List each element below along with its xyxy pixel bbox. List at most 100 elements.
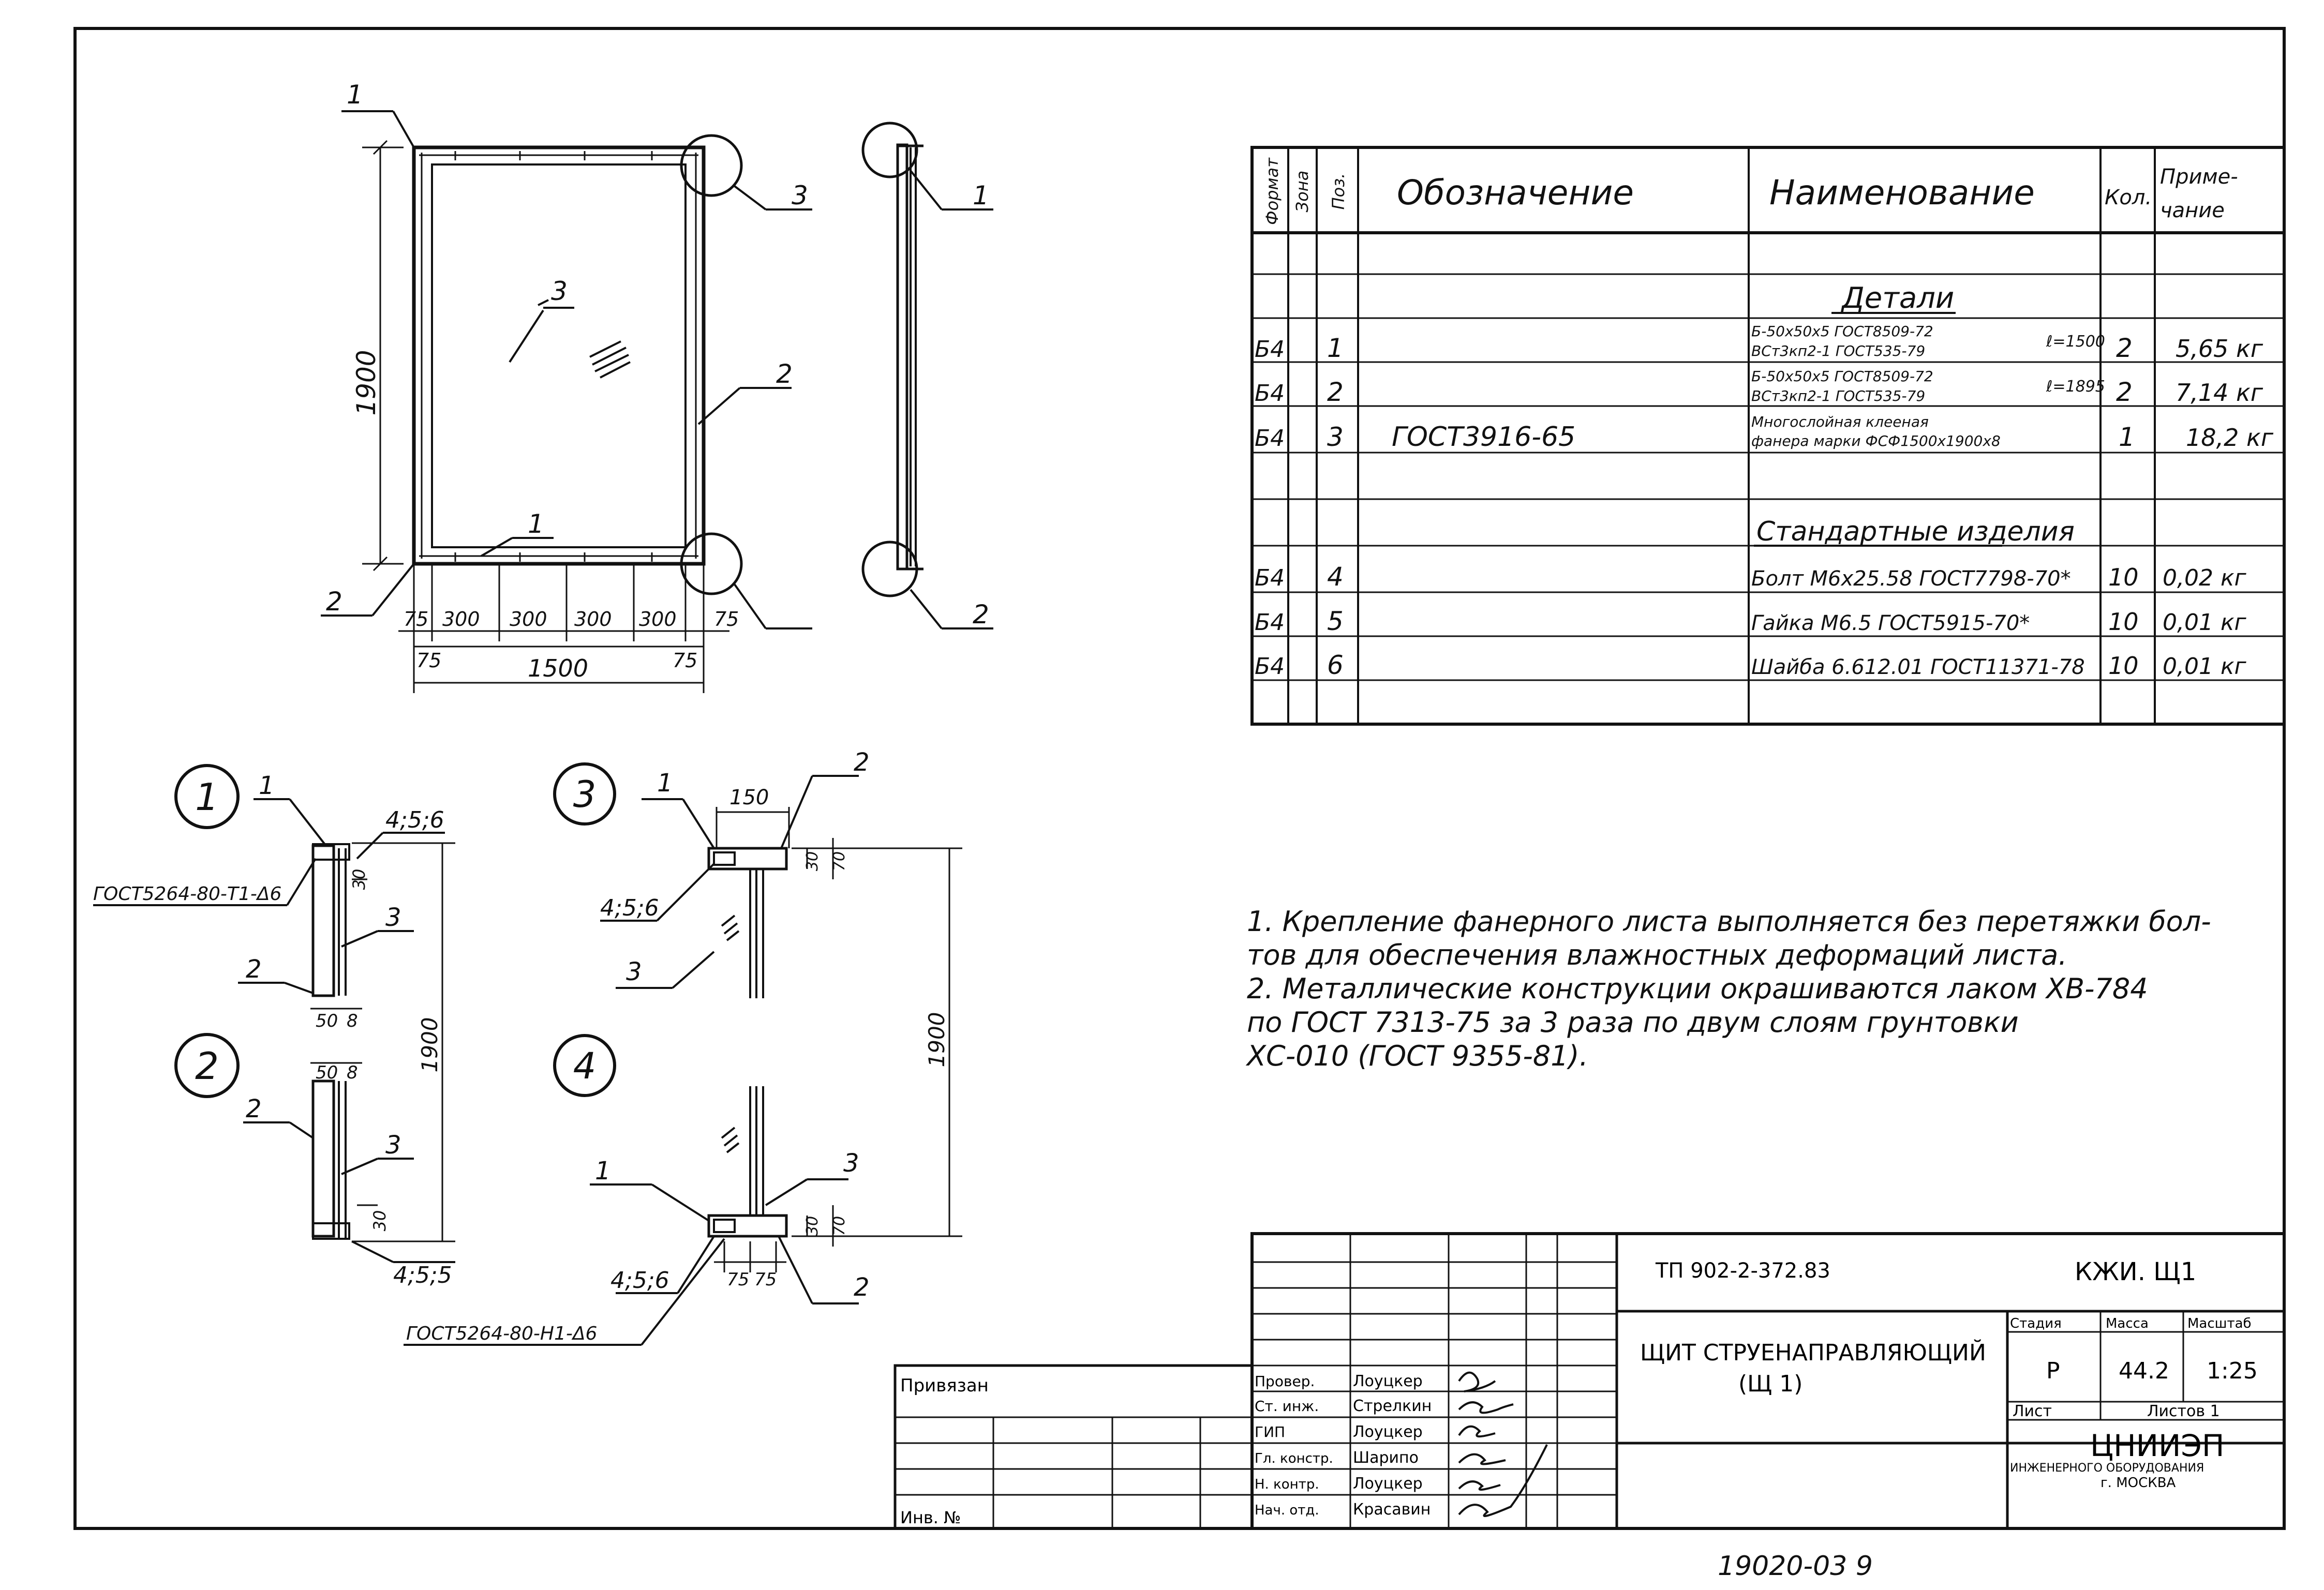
role-label: Гл. констр. (1255, 1451, 1333, 1466)
dim-height-front: 1900 (351, 350, 381, 415)
section-details: Детали (1840, 281, 1954, 315)
privyazan-label: Привязан (900, 1375, 989, 1396)
stage-label: Стадия (2010, 1316, 2062, 1331)
side-view: 1 2 (861, 122, 993, 629)
row-pos: 3 (1327, 422, 1344, 452)
row-name: фанера марки ФСФ1500х1900х8 (1751, 432, 2001, 449)
dim-label: 70 (830, 1216, 848, 1236)
detail-number-2: 2 (195, 1044, 219, 1088)
sheet-code: КЖИ. Щ1 (2075, 1257, 2196, 1286)
row-pos: 2 (1327, 377, 1344, 407)
dim-label: 50 (316, 1062, 338, 1083)
note-line: 1. Крепление фанерного листа выполняется… (1247, 905, 2211, 938)
row-length: ℓ=1500 (2046, 333, 2105, 351)
header-format: Формат (1262, 157, 1282, 225)
drawing-subtitle: (Щ 1) (1738, 1371, 1802, 1397)
row-note: 5,65 кг (2176, 335, 2263, 363)
pos-label: 4;5;6 (385, 807, 444, 833)
drawing-title: ЩИТ СТРУЕНАПРАВЛЯЮЩИЙ (1640, 1339, 1986, 1366)
org-subtitle: ИНЖЕНЕРНОГО ОБОРУДОВАНИЯ (2010, 1462, 2204, 1475)
role-label: Нач. отд. (1255, 1503, 1319, 1518)
role-label: Провер. (1255, 1373, 1315, 1390)
role-name: Красавин (1353, 1501, 1431, 1519)
header-designation: Обозначение (1397, 173, 1634, 213)
signatures (1458, 1371, 1548, 1517)
details-3-4: 3 4 1900 150 30 70 30 70 75 (404, 748, 962, 1346)
sheet-label: Лист (2013, 1402, 2052, 1420)
dim-label: 30 (803, 851, 822, 871)
detail-circle-4 (553, 1034, 616, 1097)
detail-circle-2 (174, 1033, 240, 1098)
sheet-frame (73, 27, 2286, 1530)
role-name: Стрелкин (1353, 1397, 1432, 1415)
dim-label: 75 (754, 1269, 777, 1290)
frame-inner (431, 163, 687, 548)
pos-label: 3 (385, 1131, 401, 1160)
header-note: чание (2160, 199, 2225, 222)
header-note: Приме- (2160, 165, 2238, 189)
header-name: Наименование (1769, 173, 2035, 213)
role-name: Лоуцкер (1353, 1423, 1423, 1441)
header-zone: Зона (1292, 171, 1312, 213)
dim-seg: 300 (574, 608, 612, 631)
callout-circle-3 (680, 134, 743, 197)
pos-label: 2 (326, 587, 342, 617)
doc-code: ТП 902-2-372.83 (1655, 1259, 1830, 1283)
details-1-2: 1 2 1900 30 50 8 50 8 30 (93, 764, 455, 1288)
dim-label: 30 (349, 869, 369, 890)
note-line: ХС-010 (ГОСТ 9355-81). (1245, 1040, 1588, 1072)
pos-label: 3 (626, 957, 642, 986)
dim-label: 8 (347, 1011, 358, 1031)
role-label: ГИП (1255, 1423, 1285, 1441)
row-qty: 2 (2116, 377, 2133, 407)
row-note: 0,01 кг (2163, 609, 2247, 636)
weld-gost-label: ГОСТ5264-80-Т1-Δ6 (93, 883, 281, 905)
dim-seg-lower: 75 (673, 649, 697, 672)
pos-label: 1 (657, 769, 673, 798)
detail-number-4: 4 (573, 1045, 597, 1087)
role-name: Шарипо (1353, 1449, 1419, 1467)
row-name: ВСт3кп2-1 ГОСТ535-79 (1751, 342, 1925, 359)
row-name: Шайба 6.612.01 ГОСТ11371-78 (1751, 655, 2085, 679)
row-format: Б4 (1255, 425, 1285, 452)
row-pos: 5 (1327, 606, 1344, 636)
pos-label: 1 (259, 771, 275, 800)
note-line: 2. Металлические конструкции окрашиваютс… (1247, 972, 2148, 1005)
dim-detail-height: 1900 (417, 1017, 442, 1073)
header-pos: Поз. (1329, 173, 1348, 210)
dim-seg-lower: 75 (416, 649, 441, 672)
row-name: Гайка М6.5 ГОСТ5915-70* (1751, 611, 2030, 635)
footer-code: 19020-03 9 (1718, 1551, 1873, 1582)
pos-label: 2 (246, 955, 262, 984)
row-format: Б4 (1255, 653, 1285, 680)
row-qty: 10 (2108, 563, 2139, 591)
mass-value: 44.2 (2119, 1358, 2169, 1384)
callout-circle-side-1 (861, 122, 918, 178)
detail-number-1: 1 (195, 775, 219, 819)
row-note: 18,2 кг (2186, 424, 2274, 452)
sheets-label: Листов 1 (2147, 1402, 2220, 1420)
pos-label: 1 (595, 1157, 611, 1186)
spec-table: Формат Зона Поз. Обозначение Наименовани… (1250, 146, 2286, 726)
title-block: Привязан Инв. № Провер. Лоуцкер Ст. инж.… (893, 1232, 2286, 1530)
mass-label: Масса (2106, 1316, 2149, 1331)
pos-label: 3 (792, 181, 808, 211)
row-name: Б-50х50х5 ГОСТ8509-72 (1751, 368, 1933, 385)
row-qty: 10 (2108, 608, 2139, 636)
row-name: Б-50х50х5 ГОСТ8509-72 (1751, 323, 1933, 340)
plywood-hatch (589, 340, 631, 379)
pos-label: 3 (385, 903, 401, 932)
org-city: г. МОСКВА (2100, 1475, 2176, 1491)
detail-circle-1 (174, 764, 240, 829)
pos-label: 2 (776, 359, 793, 389)
row-format: Б4 (1255, 609, 1285, 636)
role-label: Н. контр. (1255, 1477, 1319, 1492)
row-designation: ГОСТ3916-65 (1392, 422, 1575, 453)
pos-label: 2 (854, 1273, 870, 1302)
pos-label: 1 (973, 181, 989, 211)
row-name: Многослойная клееная (1751, 413, 1929, 430)
pos-label: 4;5;5 (393, 1262, 452, 1288)
dim-label: 150 (729, 786, 769, 809)
pos-label: 4;5;6 (610, 1267, 669, 1294)
org-name: ЦНИИЭП (2090, 1428, 2225, 1463)
